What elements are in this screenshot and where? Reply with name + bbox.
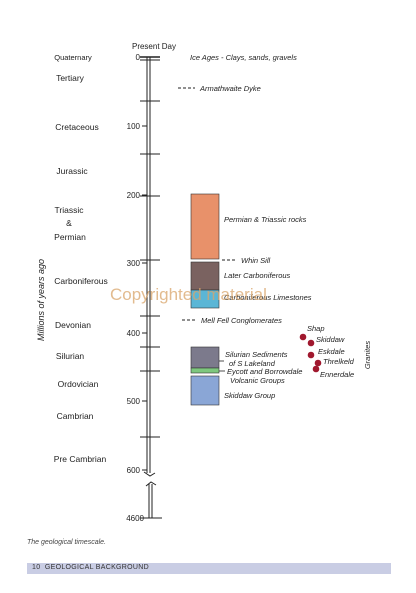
event-whin-sill: Whin Sill <box>241 256 271 265</box>
label-eycott-borrowdale: Eycott and Borrowdale <box>227 367 302 376</box>
scale-ticks <box>142 125 147 471</box>
tick-500: 500 <box>127 397 141 406</box>
period-carboniferous: Carboniferous <box>54 276 107 286</box>
granite-ennerdale-dot <box>312 365 320 373</box>
granite-ennerdale-label: Ennerdale <box>320 370 354 379</box>
figure-caption: The geological timescale. <box>27 539 106 546</box>
tick-300: 300 <box>127 259 141 268</box>
label-silurian-sediments: Silurian Sediments <box>225 350 288 359</box>
footer-bar <box>27 563 391 574</box>
section-title: GEOLOGICAL BACKGROUND <box>44 564 149 571</box>
block-permian-triassic <box>190 193 220 260</box>
block-carboniferous-limestones <box>190 289 220 309</box>
tick-200: 200 <box>127 191 141 200</box>
present-day-label: Present Day <box>132 42 176 51</box>
tick-4600: 4600 <box>126 514 144 523</box>
page-number: 10 <box>32 564 41 571</box>
footer-running-head: 10 GEOLOGICAL BACKGROUND <box>32 564 149 571</box>
granites-title: Granites <box>363 341 372 370</box>
period-tertiary: Tertiary <box>56 73 85 83</box>
event-ice-ages: Ice Ages - Clays, sands, gravels <box>190 53 297 62</box>
granite-shap-dot <box>299 333 307 341</box>
granite-skiddaw-dot <box>307 339 315 347</box>
granite-threlkeld-label: Threlkeld <box>323 357 355 366</box>
period-permian: Permian <box>54 232 86 242</box>
period-ordovician: Ordovician <box>58 379 99 389</box>
axis-title: Millions of years ago <box>36 259 46 341</box>
block-eycott-borrowdale <box>190 367 220 374</box>
label-permian-triassic: Permian & Triassic rocks <box>224 215 307 224</box>
event-mell-fell-conglomerates: Mell Fell Conglomerates <box>201 316 282 325</box>
period-cambrian: Cambrian <box>57 411 94 421</box>
period-devonian: Devonian <box>55 320 91 330</box>
granite-shap-label: Shap <box>307 324 325 333</box>
period-ampersand: & <box>66 218 72 228</box>
label-later-carboniferous: Later Carboniferous <box>224 271 291 280</box>
block-skiddaw-group <box>190 375 220 406</box>
watermark: Copyrighted material <box>110 285 267 304</box>
block-silurian-sediments <box>190 346 220 369</box>
tick-0: 0 <box>136 53 141 62</box>
granite-eskdale-label: Eskdale <box>318 347 345 356</box>
period-quaternary: Quaternary <box>54 53 92 62</box>
event-armathwaite-dyke: Armathwaite Dyke <box>199 84 261 93</box>
granite-threlkeld-dot <box>314 359 322 367</box>
axis-break-lower <box>145 481 157 487</box>
period-triassic: Triassic <box>55 205 85 215</box>
tick-100: 100 <box>127 122 141 131</box>
granite-eskdale-dot <box>307 351 315 359</box>
tick-600: 600 <box>127 466 141 475</box>
label-carboniferous-limestones: Carboniferous Limestones <box>224 293 312 302</box>
period-boundaries <box>140 100 162 519</box>
axis-break-upper <box>143 471 156 477</box>
tick-400: 400 <box>127 329 141 338</box>
period-pre-cambrian: Pre Cambrian <box>54 454 107 464</box>
granite-skiddaw-label: Skiddaw <box>316 335 345 344</box>
period-cretaceous: Cretaceous <box>55 122 98 132</box>
label-silurian-sediments-2: of S Lakeland <box>229 359 276 368</box>
label-eycott-borrowdale-2: Volcanic Groups <box>230 376 285 385</box>
period-silurian: Silurian <box>56 351 85 361</box>
label-skiddaw-group: Skiddaw Group <box>224 391 275 400</box>
period-jurassic: Jurassic <box>56 166 88 176</box>
